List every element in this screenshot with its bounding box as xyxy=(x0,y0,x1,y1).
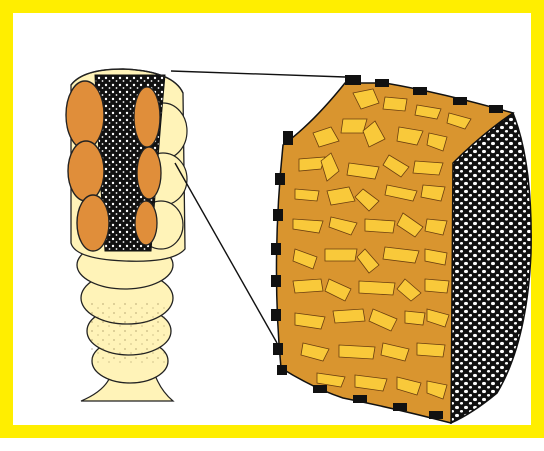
figure-frame xyxy=(0,0,544,438)
segmented-stalk xyxy=(66,69,187,401)
enlarged-section-block xyxy=(271,75,531,423)
illustration-canvas xyxy=(13,13,544,451)
lower-segments xyxy=(77,241,173,383)
porous-side-face xyxy=(451,113,531,423)
